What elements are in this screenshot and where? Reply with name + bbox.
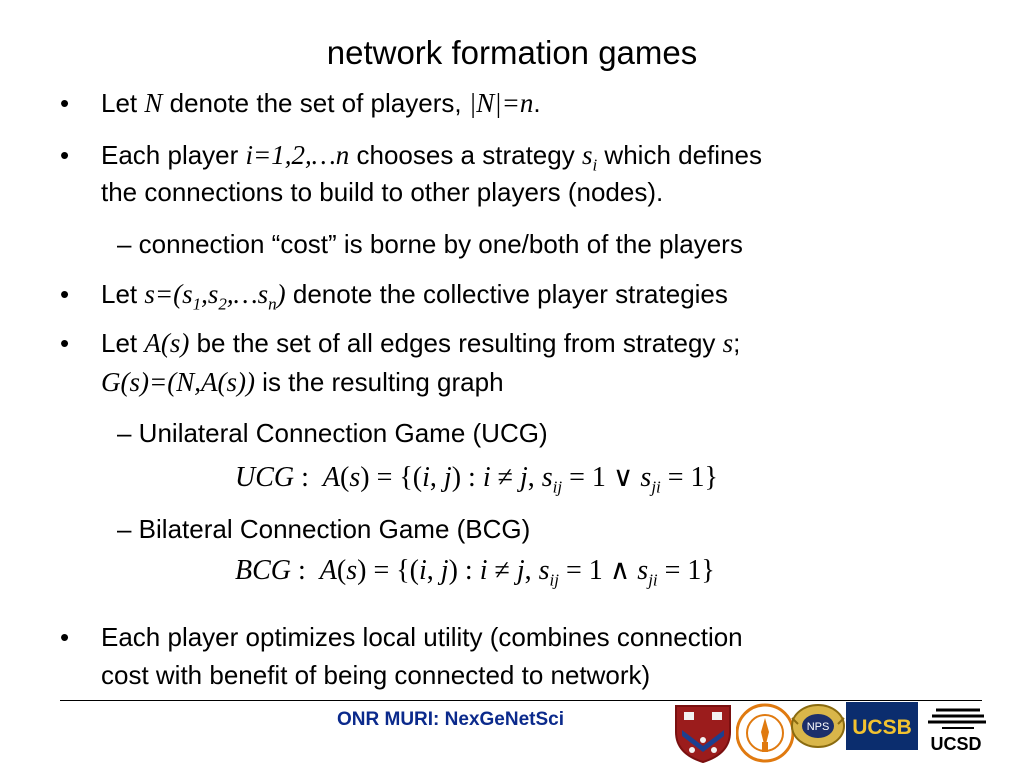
bullet-1-math-b: |N|=n bbox=[468, 88, 534, 118]
bullet-4-text-a: Let bbox=[101, 328, 145, 358]
bullet-2-math-a: i=1,2,…n bbox=[245, 140, 350, 170]
formula-bcg: BCG : A(s) = {(i, j) : i ≠ j, sij = 1 ∧ … bbox=[235, 555, 715, 590]
sub-bullet-cost: – connection “cost” is borne by one/both… bbox=[117, 229, 743, 259]
bullet-4-line-1: Let A(s) be the set of all edges resulti… bbox=[101, 328, 740, 359]
bullet-dot: • bbox=[60, 622, 70, 652]
sub-bullet-bcg: – Bilateral Connection Game (BCG) bbox=[117, 514, 531, 544]
s-var: s bbox=[581, 140, 593, 170]
bullet-5-line-2: cost with benefit of being connected to … bbox=[101, 660, 651, 690]
bullet-1-math-a: N bbox=[144, 88, 163, 118]
ucsb-logo: UCSB bbox=[846, 702, 918, 750]
bullet-dot: • bbox=[60, 88, 70, 118]
bullet-2-line-2: the connections to build to other player… bbox=[101, 177, 664, 207]
sub-bullet-ucg: – Unilateral Connection Game (UCG) bbox=[117, 418, 548, 448]
svg-text:UCSB: UCSB bbox=[852, 716, 912, 739]
svg-text:UCSD: UCSD bbox=[930, 734, 981, 754]
bullet-2-text-b: chooses a strategy bbox=[349, 140, 582, 170]
bullet-1-text-c: . bbox=[533, 88, 541, 118]
s-tuple-start: s=(s bbox=[144, 279, 193, 309]
penn-shield-logo bbox=[675, 705, 731, 764]
bullet-4-math-c: G(s)=(N,A(s)) bbox=[101, 367, 255, 397]
bullet-1-text-b: denote the set of players, bbox=[162, 88, 469, 118]
bullet-4-math-b: s bbox=[722, 328, 734, 358]
bullet-2-text-c: which defines bbox=[597, 140, 762, 170]
bullet-dot: • bbox=[60, 328, 70, 358]
bullet-1: Let N denote the set of players, |N|=n. bbox=[101, 88, 541, 119]
s-subscript: i bbox=[592, 155, 598, 175]
footer-label: ONR MURI: NexGeNetSci bbox=[337, 709, 564, 730]
bullet-4-text-c: ; bbox=[733, 328, 741, 358]
bullet-dot: • bbox=[60, 279, 70, 309]
formula-ucg: UCG : A(s) = {(i, j) : i ≠ j, sij = 1 ∨ … bbox=[235, 462, 718, 497]
bullet-3: Let s=(s1,s2,…sn) denote the collective … bbox=[101, 279, 728, 314]
bullet-4-line-2: G(s)=(N,A(s)) is the resulting graph bbox=[101, 367, 504, 398]
bullet-3-math: s=(s1,s2,…sn) bbox=[144, 279, 286, 314]
bullet-4-text-d: is the resulting graph bbox=[254, 367, 504, 397]
bullet-3-text-b: denote the collective player strategies bbox=[285, 279, 728, 309]
svg-text:NPS: NPS bbox=[807, 721, 830, 733]
bullet-4-math-a: A(s) bbox=[144, 328, 190, 358]
bullet-2-math-b: si bbox=[581, 140, 597, 174]
formula-operator: ∨ bbox=[612, 462, 634, 493]
formula-operator: ∧ bbox=[609, 555, 631, 586]
nps-seal-logo: NPS bbox=[791, 704, 845, 748]
bullet-dot: • bbox=[60, 140, 70, 170]
slide-title: network formation games bbox=[326, 34, 698, 71]
bullet-2-text-a: Each player bbox=[101, 140, 246, 170]
formula-label: UCG bbox=[235, 462, 295, 493]
bullet-5-line-1: Each player optimizes local utility (com… bbox=[101, 622, 743, 652]
bullet-4-text-b: be the set of all edges resulting from s… bbox=[189, 328, 723, 358]
footer-divider bbox=[60, 700, 982, 701]
bullet-1-text-a: Let bbox=[101, 88, 145, 118]
caltech-seal-logo bbox=[736, 703, 794, 763]
ucsd-logo: UCSD bbox=[928, 708, 986, 754]
bullet-2-line-1: Each player i=1,2,…n chooses a strategy … bbox=[101, 140, 762, 175]
formula-label: BCG bbox=[235, 555, 291, 586]
bullet-3-text-a: Let bbox=[101, 279, 145, 309]
